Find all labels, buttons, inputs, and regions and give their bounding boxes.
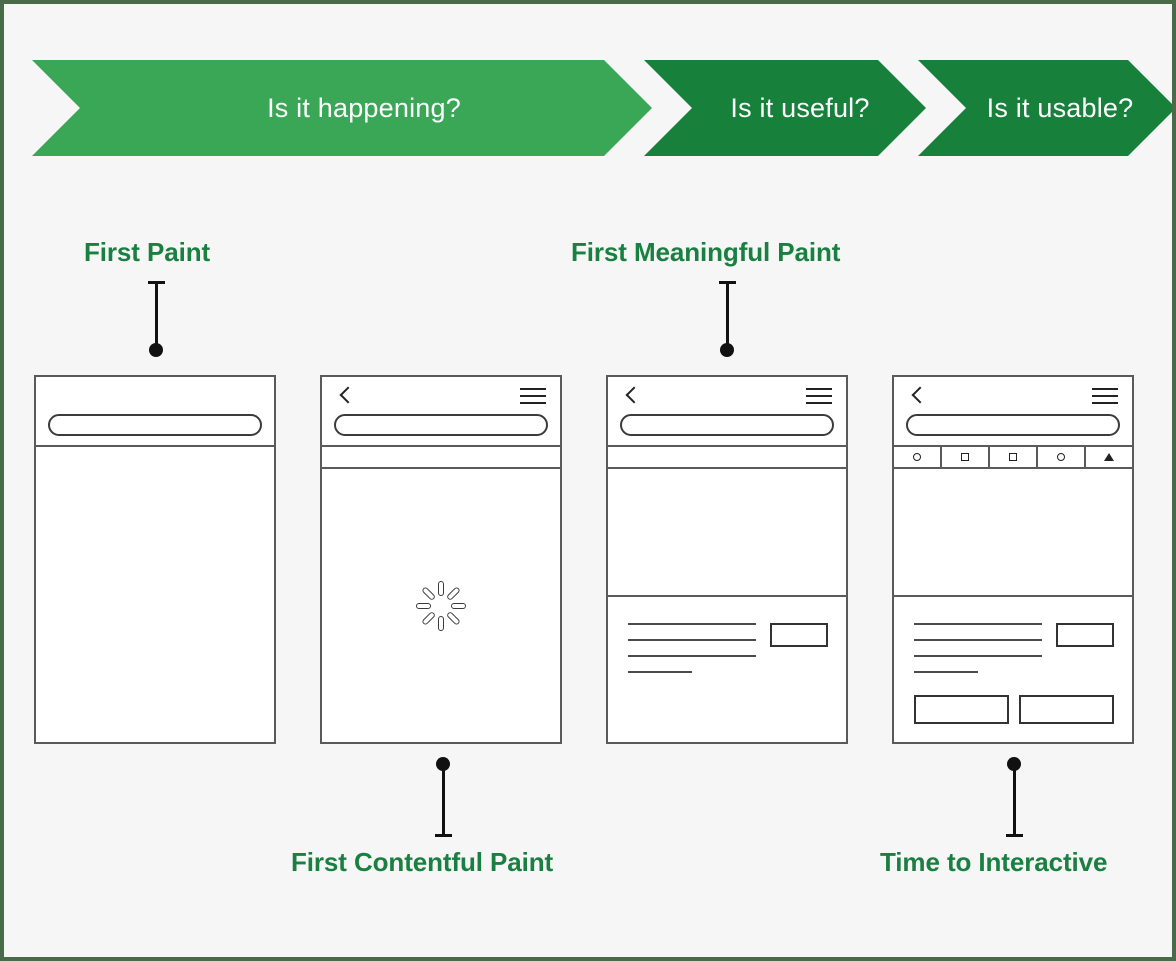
phone-frame-first-paint [34, 375, 276, 744]
page-content-area [894, 597, 1132, 742]
page-content-area [608, 597, 846, 742]
hamburger-menu-icon[interactable] [520, 388, 546, 404]
stage-label: Is it useful? [730, 92, 870, 123]
stage-is-it-useful[interactable]: Is it useful? [644, 60, 926, 156]
text-line [914, 671, 978, 673]
stage-is-it-usable[interactable]: Is it usable? [918, 60, 1172, 156]
browser-header [36, 377, 274, 447]
pointer-stem [442, 761, 445, 837]
back-chevron-icon[interactable] [624, 388, 638, 402]
header-strip [608, 447, 846, 469]
stage-label: Is it usable? [986, 92, 1134, 123]
circle-icon [913, 453, 921, 461]
text-line [914, 623, 1042, 625]
pointer-dot [720, 343, 734, 357]
action-buttons [914, 695, 1114, 724]
performance-stage-banner: Is it happening? Is it useful? Is it usa… [32, 60, 1172, 156]
text-line [628, 623, 756, 625]
pointer-stem [1013, 761, 1016, 837]
url-bar[interactable] [334, 414, 548, 436]
hero-area [608, 469, 846, 595]
stage-label: Is it happening? [267, 92, 461, 123]
triangle-icon [1104, 453, 1114, 461]
pointer-first-paint [147, 281, 165, 357]
content-divider [608, 595, 846, 597]
phone-frame-first-meaningful-paint [606, 375, 848, 744]
text-placeholder-lines [914, 623, 1042, 687]
text-line [628, 671, 692, 673]
pointer-first-meaningful-paint [718, 281, 736, 357]
label-time-to-interactive: Time to Interactive [880, 847, 1108, 877]
square-icon [961, 453, 969, 461]
label-first-contentful-paint: First Contentful Paint [291, 847, 554, 877]
circle-icon [1057, 453, 1065, 461]
pointer-time-to-interactive [1005, 757, 1023, 837]
tab-bar [894, 447, 1132, 469]
hamburger-menu-icon[interactable] [806, 388, 832, 404]
stage-is-it-happening[interactable]: Is it happening? [32, 60, 652, 156]
content-divider [894, 595, 1132, 597]
back-chevron-icon[interactable] [910, 388, 924, 402]
image-placeholder [770, 623, 828, 647]
pointer-first-contentful-paint [434, 757, 452, 837]
browser-header [608, 377, 846, 447]
pointer-stem [726, 281, 729, 353]
text-placeholder-lines [628, 623, 756, 687]
image-placeholder [1056, 623, 1114, 647]
label-first-meaningful-paint: First Meaningful Paint [571, 237, 841, 267]
pointer-dot [149, 343, 163, 357]
square-icon [1009, 453, 1017, 461]
page-content-area [322, 469, 560, 742]
pointer-cap [1006, 834, 1023, 837]
header-strip [322, 447, 560, 469]
action-button-secondary[interactable] [1019, 695, 1114, 724]
text-line [914, 655, 1042, 657]
url-bar[interactable] [620, 414, 834, 436]
url-bar[interactable] [906, 414, 1120, 436]
page-content-area [36, 447, 274, 742]
back-chevron-icon[interactable] [338, 388, 352, 402]
tab-item-2[interactable] [942, 447, 990, 467]
browser-header [894, 377, 1132, 447]
label-first-paint: First Paint [84, 237, 211, 267]
tab-item-1[interactable] [894, 447, 942, 467]
browser-header [322, 377, 560, 447]
text-line [914, 639, 1042, 641]
pointer-cap [435, 834, 452, 837]
text-line [628, 639, 756, 641]
tab-item-4[interactable] [1038, 447, 1086, 467]
text-line [628, 655, 756, 657]
tab-item-5[interactable] [1086, 447, 1132, 467]
phone-frame-first-contentful-paint [320, 375, 562, 744]
loading-spinner-icon [415, 580, 467, 632]
pointer-stem [155, 281, 158, 353]
tab-item-3[interactable] [990, 447, 1038, 467]
action-button-primary[interactable] [914, 695, 1009, 724]
url-bar[interactable] [48, 414, 262, 436]
hero-area [894, 469, 1132, 595]
phone-frame-time-to-interactive [892, 375, 1134, 744]
hamburger-menu-icon[interactable] [1092, 388, 1118, 404]
